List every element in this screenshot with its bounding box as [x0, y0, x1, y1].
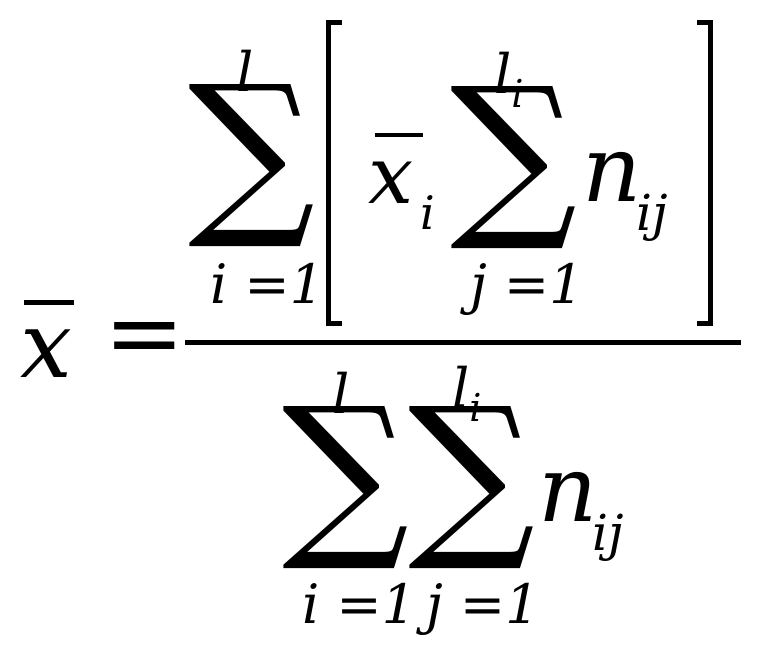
inner-variable: x: [368, 129, 414, 222]
inner-variable-subscript: i: [420, 186, 435, 240]
inner-sum-upper-limit: li: [494, 43, 524, 116]
denominator-term: n: [538, 436, 598, 543]
inner-sum-lower-limit: j =1: [470, 253, 584, 316]
denominator-sum1-lower-limit: i =1: [302, 573, 417, 636]
denominator-sum2-upper-limit: li: [452, 357, 482, 430]
lhs-variable: x: [20, 292, 72, 399]
inner-sum-symbol: ∑: [450, 49, 578, 256]
numerator-term: n: [582, 116, 642, 223]
denominator-sum2-symbol: ∑: [408, 369, 536, 576]
denominator-sum1-upper-limit: l: [332, 363, 350, 426]
lhs-overbar: [24, 300, 74, 305]
inner-overbar: [375, 133, 423, 137]
denominator-sum1-symbol: ∑: [282, 369, 410, 576]
denominator-sum2-upper-subscript: i: [469, 386, 482, 430]
numerator-sum-lower-limit: i =1: [210, 253, 325, 316]
left-bracket: [326, 20, 342, 326]
denominator-sum2-lower-limit: j =1: [426, 573, 540, 636]
numerator-term-subscript: ij: [636, 184, 668, 242]
numerator-sum-symbol: ∑: [188, 47, 316, 254]
fraction-bar: [185, 340, 741, 345]
equals-sign: =: [104, 277, 185, 389]
right-bracket: [697, 20, 713, 326]
denominator-term-subscript: ij: [592, 504, 624, 562]
numerator-sum-upper-limit: l: [236, 41, 254, 104]
inner-sum-upper-subscript: i: [511, 72, 524, 116]
